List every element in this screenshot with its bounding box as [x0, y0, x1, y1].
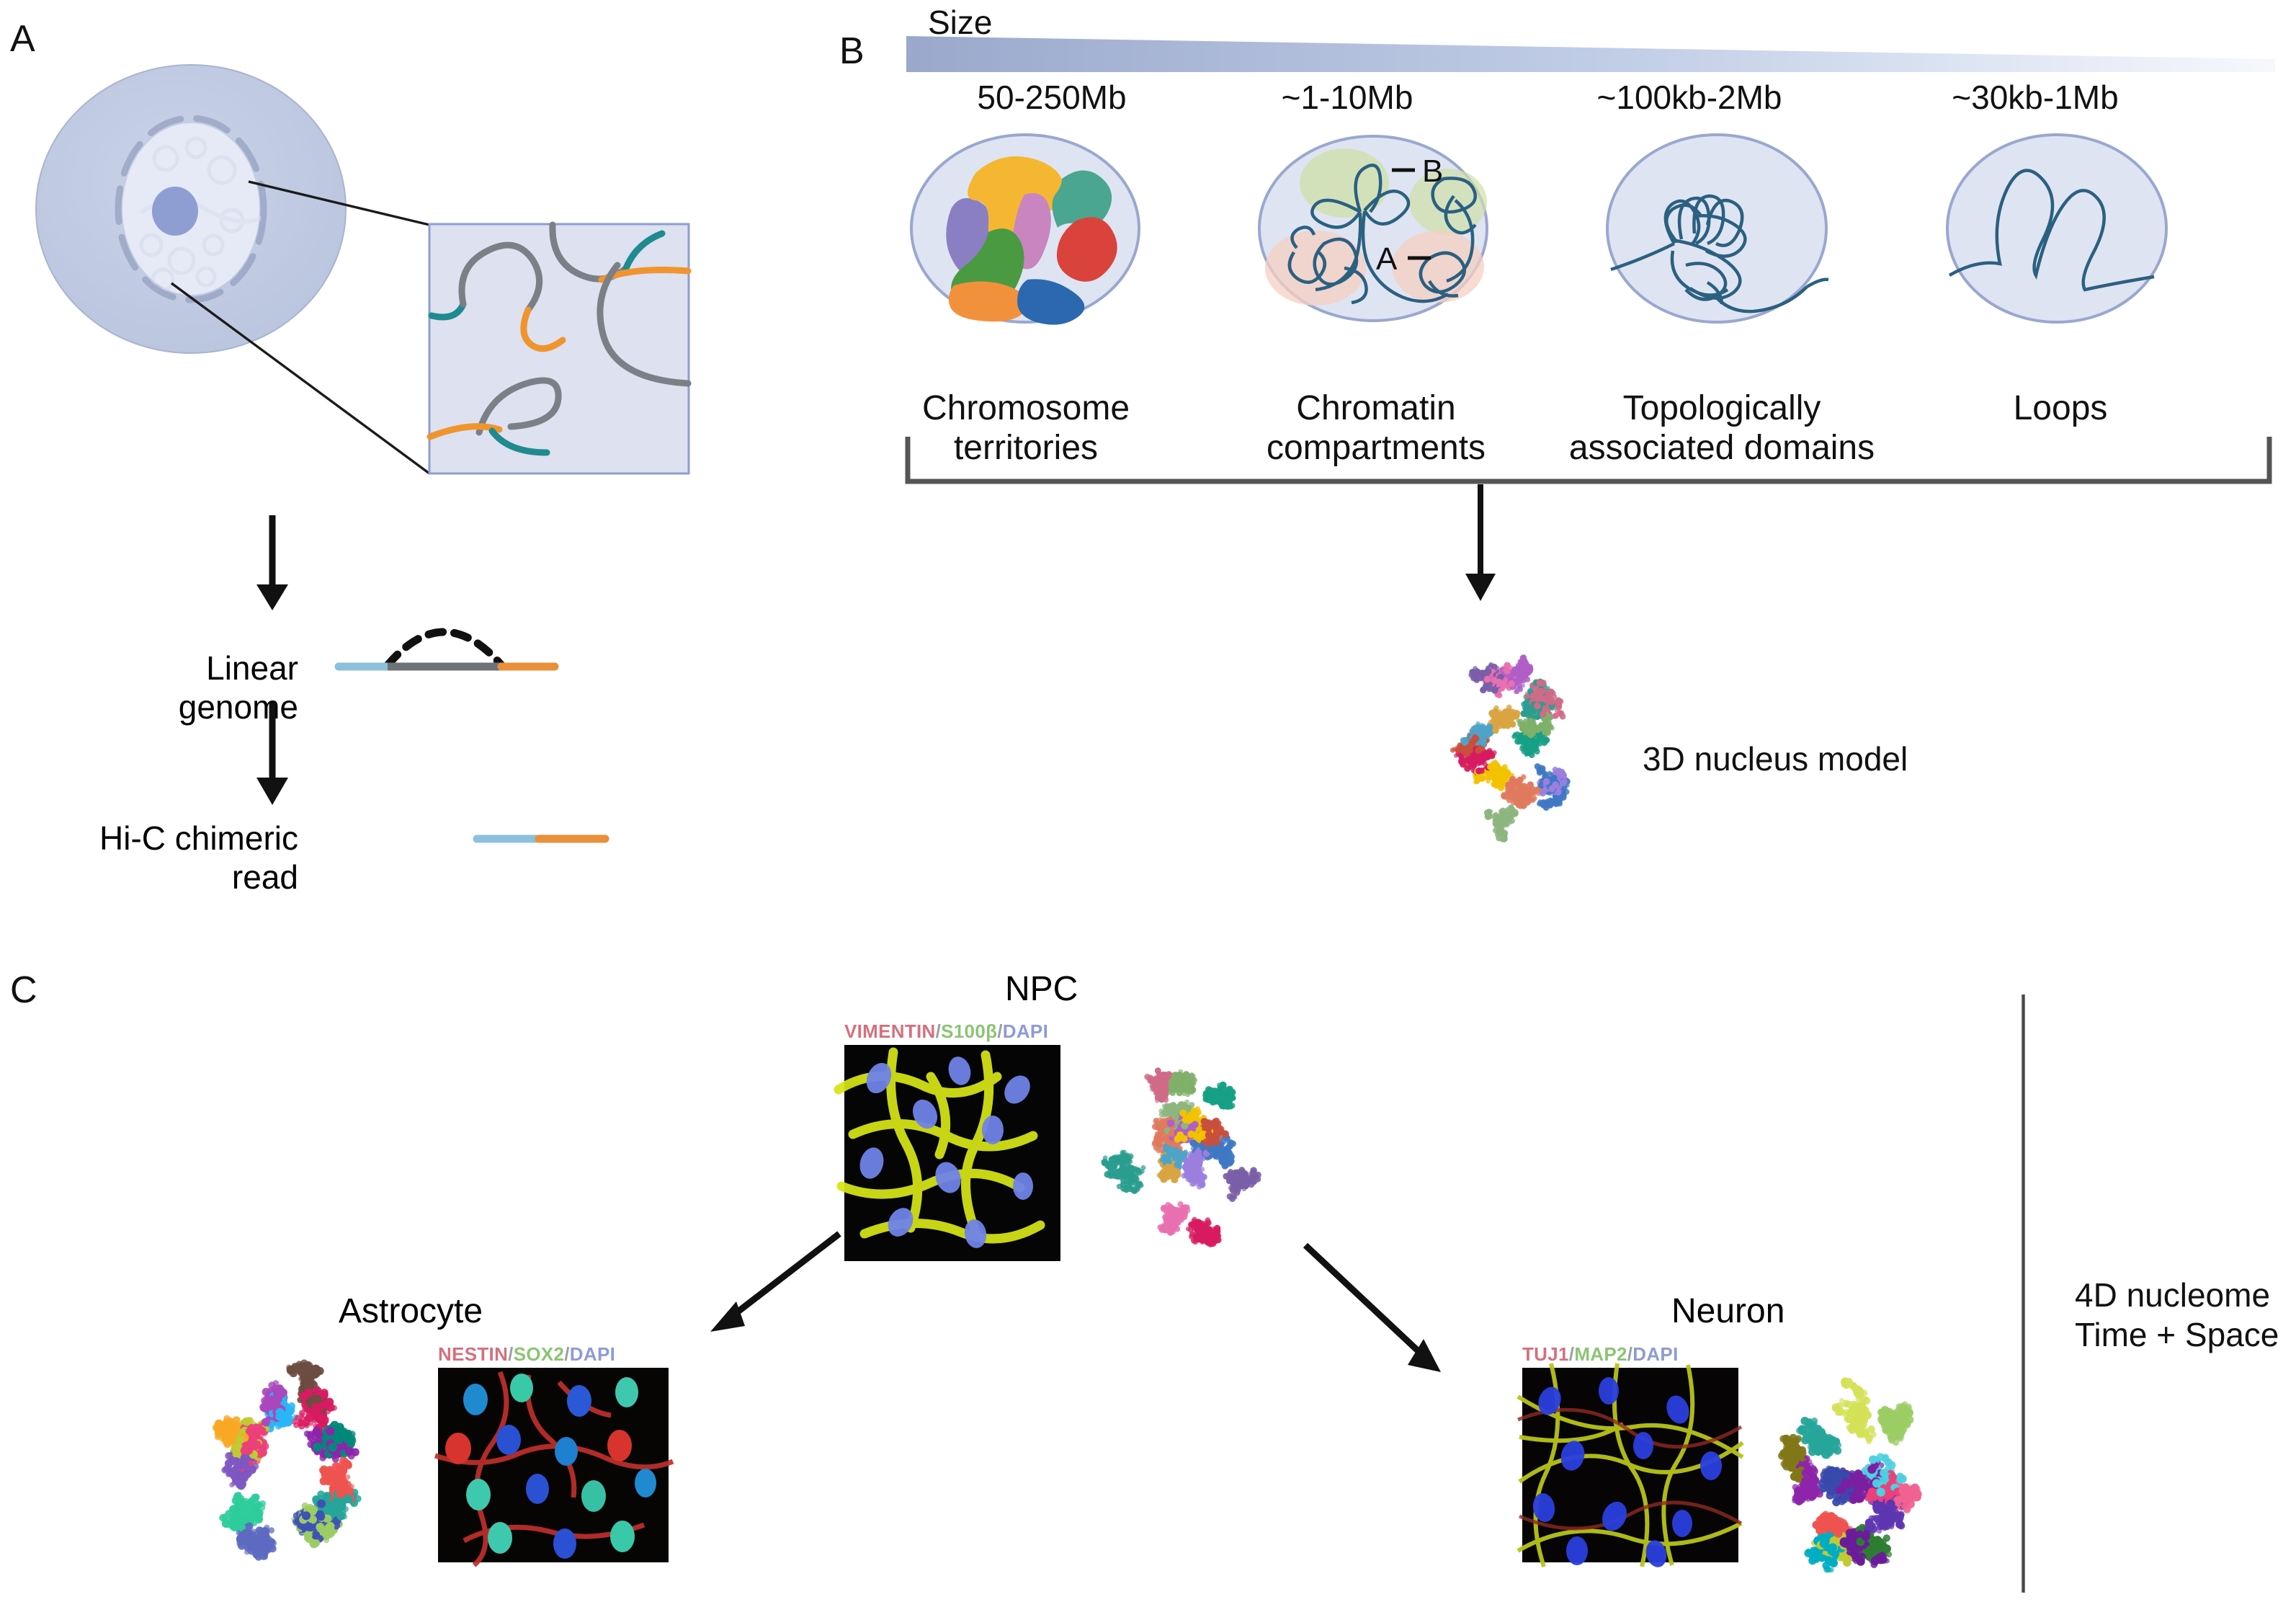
hic-chimeric-read-diagram — [475, 829, 641, 850]
nucleus-3d-model-b — [1412, 604, 1628, 878]
slash-2: / — [564, 1343, 570, 1365]
marker-3: DAPI — [1003, 1020, 1048, 1042]
nucleus-loops — [1938, 131, 2176, 326]
marker-3: DAPI — [570, 1343, 615, 1365]
nucleus-3d-model-npc — [1066, 1020, 1304, 1308]
nucleus-3d-model-label: 3D nucleus model — [1643, 739, 1908, 779]
panel-a-chromatin-inset — [429, 223, 689, 474]
marker-2: S100β — [941, 1020, 997, 1042]
astrocyte-micrograph — [438, 1368, 669, 1562]
compartment-b-label: B — [1422, 153, 1443, 189]
marker-2: SOX2 — [514, 1343, 565, 1365]
panel-b-bracket — [901, 431, 2277, 611]
compartment-a-label: A — [1376, 241, 1398, 277]
marker-1: NESTIN — [438, 1343, 508, 1365]
nucleus-topologically-associated-domains — [1598, 131, 1836, 326]
size-tick-3: ~100kb-2Mb — [1545, 78, 1833, 117]
marker-1: TUJ1 — [1522, 1343, 1569, 1365]
astrocyte-label: Astrocyte — [339, 1291, 483, 1331]
nucleus-3d-model-astrocyte — [166, 1326, 411, 1614]
caption-line-1: Topologically — [1563, 389, 1880, 429]
nucleus-chromosome-territories — [906, 131, 1144, 326]
four-d-nucleome-label: 4D nucleome Time + Space — [2075, 1276, 2291, 1355]
slash-1: / — [508, 1343, 514, 1365]
caption-line-1: Chromosome — [911, 389, 1141, 429]
panel-a-arrow-1 — [238, 515, 331, 616]
size-tick-2: ~1-10Mb — [1225, 78, 1470, 117]
panel-b-letter: B — [839, 32, 865, 70]
nucleus-chromatin-compartments: B A — [1252, 131, 1497, 326]
four-d-nucleome-line-2: Time + Space — [2075, 1315, 2291, 1355]
linear-genome-diagram — [339, 602, 656, 695]
arrow-to-neuron — [1297, 1234, 1462, 1392]
marker-3: DAPI — [1632, 1343, 1678, 1365]
size-gradient-bar — [906, 35, 2275, 76]
bracket-arrow-head — [1465, 574, 1496, 601]
astrocyte-micrograph-title: NESTIN/SOX2/DAPI — [438, 1343, 615, 1366]
panel-a-arrow-2 — [238, 703, 331, 811]
slash-2: / — [997, 1020, 1003, 1042]
npc-label: NPC — [1005, 969, 1078, 1009]
caption-line-1: Loops — [1945, 389, 2176, 429]
arrow-to-astrocyte — [692, 1218, 865, 1348]
caption-loops: Loops — [1945, 389, 2176, 429]
panel-c-letter: C — [10, 971, 37, 1009]
four-d-nucleome-line-1: 4D nucleome — [2075, 1276, 2291, 1315]
neuron-micrograph — [1522, 1368, 1738, 1562]
npc-micrograph-title: VIMENTIN/S100β/DAPI — [844, 1020, 1048, 1043]
panel-c-vertical-rule — [2022, 994, 2025, 1593]
nucleus-3d-model-neuron — [1729, 1332, 1974, 1620]
neuron-micrograph-title: TUJ1/MAP2/DAPI — [1522, 1343, 1679, 1366]
npc-micrograph — [844, 1045, 1060, 1261]
marker-2: MAP2 — [1574, 1343, 1627, 1365]
size-tick-4: ~30kb-1Mb — [1891, 78, 2179, 117]
nucleolus — [152, 187, 198, 236]
neuron-label: Neuron — [1671, 1291, 1784, 1331]
size-tick-1: 50-250Mb — [929, 78, 1174, 117]
marker-1: VIMENTIN — [844, 1020, 936, 1042]
caption-line-1: Chromatin — [1257, 389, 1495, 429]
hic-read-label: Hi-C chimeric read — [43, 819, 298, 896]
interaction-arc — [388, 632, 501, 665]
